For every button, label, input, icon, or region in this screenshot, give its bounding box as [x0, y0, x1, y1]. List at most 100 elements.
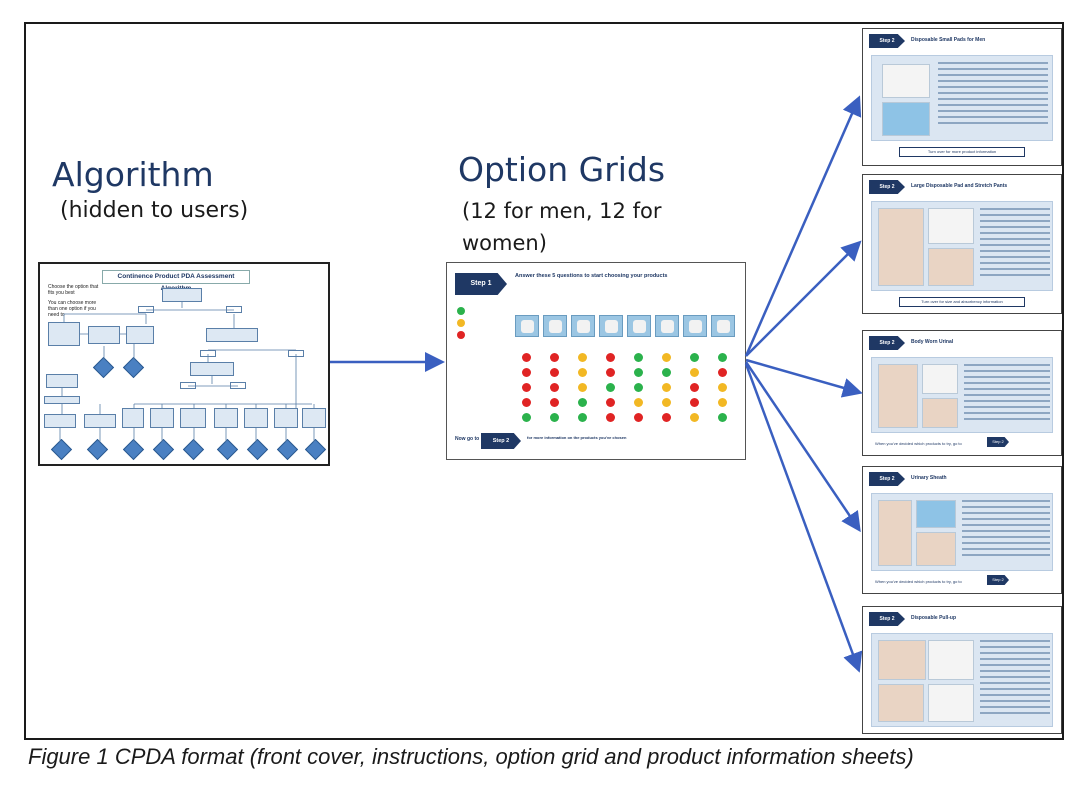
sheet-text-lines [938, 62, 1048, 128]
product-photo [916, 500, 956, 528]
flow-box [44, 396, 80, 404]
grid-rating-dot [690, 398, 699, 407]
grid-rating-dot [634, 398, 643, 407]
grid-product-image [599, 315, 623, 337]
sheet-panel [871, 633, 1053, 727]
flow-box [84, 414, 116, 428]
grid-product-image [515, 315, 539, 337]
sheet-turn-over-button: Turn over for size and absorbency inform… [899, 297, 1025, 307]
product-photo [882, 102, 930, 136]
sheet-text-lines [980, 208, 1050, 280]
sheet-title: Body Worn Urinal [911, 339, 954, 345]
grid-rating-dot [662, 353, 671, 362]
grid-step1-arrow: Step 1 [455, 273, 507, 295]
grid-rating-dot [662, 398, 671, 407]
sheet-title: Disposable Pull-up [911, 615, 957, 621]
product-photo [922, 364, 958, 394]
flow-box [274, 408, 298, 428]
grid-rating-dot [662, 383, 671, 392]
product-sheet-pull-up: Step 2 Disposable Pull-up [862, 606, 1062, 734]
sheet-step2-arrow: Step 2 [869, 612, 905, 626]
flow-no [226, 306, 242, 313]
sheet-turn-over-button: Turn over for more product information [899, 147, 1025, 157]
grid-rating-dot [522, 413, 531, 422]
grid-rating-dot [522, 398, 531, 407]
grid-rating-dot [606, 368, 615, 377]
grid-rating-dot [578, 368, 587, 377]
legend-green [457, 307, 468, 315]
option-grids-title: Option Grids [458, 150, 666, 189]
arrow-grid-to-sheet-1 [744, 95, 862, 357]
algorithm-note-choose: Choose the option that fits you best [48, 284, 99, 296]
grid-rating-dot [550, 368, 559, 377]
flow-box [180, 408, 206, 428]
grid-rating-dot [606, 413, 615, 422]
flow-box [126, 326, 154, 344]
sheet-step2-arrow: Step 2 [869, 180, 905, 194]
flow-box [162, 288, 202, 302]
option-grid-thumbnail: Step 1 Answer these 5 questions to start… [446, 262, 746, 460]
sheet-title: Disposable Small Pads for Men [911, 37, 986, 43]
grid-product-image [683, 315, 707, 337]
product-photo [878, 684, 924, 722]
product-photo [882, 64, 930, 98]
sheet-title: Urinary Sheath [911, 475, 947, 481]
product-photo [878, 640, 926, 680]
flow-box [302, 408, 326, 428]
figure-caption: Figure 1 CPDA format (front cover, instr… [28, 744, 914, 769]
grid-rating-dot [662, 368, 671, 377]
flow-box [150, 408, 174, 428]
flow-box [44, 414, 76, 428]
grid-rating-dot [550, 353, 559, 362]
flow-box [46, 374, 78, 388]
grid-rating-dot [578, 353, 587, 362]
grid-product-image [627, 315, 651, 337]
grid-rating-dot [550, 383, 559, 392]
grid-rating-dot [578, 383, 587, 392]
grid-rating-dot [718, 413, 727, 422]
grid-question-heading: Answer these 5 questions to start choosi… [515, 273, 668, 279]
algorithm-note-multiple: You can choose more than one option if y… [48, 300, 97, 318]
algorithm-subtitle: (hidden to users) [60, 198, 249, 223]
grid-rating-dot [690, 368, 699, 377]
grid-rating-dot [690, 413, 699, 422]
grid-rating-dot [522, 383, 531, 392]
flow-box [214, 408, 238, 428]
flow-yes [180, 382, 196, 389]
product-photo [928, 684, 974, 722]
sheet-footer-text: When you've decided which products to tr… [875, 441, 962, 446]
sheet-panel [871, 201, 1053, 291]
sheet-footer-step2: Step 2 [987, 575, 1009, 585]
grid-more-info-text: for more information on the products you… [527, 435, 627, 440]
grid-product-image [655, 315, 679, 337]
grid-rating-dot [634, 413, 643, 422]
grid-rating-dot [662, 413, 671, 422]
grid-rating-dot [578, 413, 587, 422]
sheet-footer-step2: Step 2 [987, 437, 1009, 447]
product-sheet-urinary-sheath: Step 2 Urinary Sheath When you've decide… [862, 466, 1062, 594]
arrow-grid-to-sheet-3 [745, 358, 863, 398]
grid-rating-dot [606, 383, 615, 392]
algorithm-connectors [59, 302, 315, 442]
sheet-text-lines [980, 640, 1050, 718]
arrow-grid-to-sheet-2 [745, 240, 862, 357]
flow-box [122, 408, 144, 428]
flow-box [88, 326, 120, 344]
grid-rating-dot [606, 398, 615, 407]
grid-rating-dot [550, 413, 559, 422]
grid-product-image [571, 315, 595, 337]
grid-step2-arrow: Step 2 [481, 433, 521, 449]
grid-rating-dot [522, 368, 531, 377]
product-sheet-body-worn-urinal: Step 2 Body Worn Urinal When you've deci… [862, 330, 1062, 456]
legend-red [457, 331, 468, 339]
product-photo [928, 208, 974, 244]
product-photo [878, 208, 924, 286]
grid-product-image [711, 315, 735, 337]
arrow-grid-to-sheet-4 [744, 361, 861, 533]
flow-box [244, 408, 268, 428]
product-photo [928, 640, 974, 680]
sheet-step2-arrow: Step 2 [869, 472, 905, 486]
product-sheet-small-pads: Step 2 Disposable Small Pads for Men Tur… [862, 28, 1062, 166]
legend-amber [457, 319, 468, 327]
